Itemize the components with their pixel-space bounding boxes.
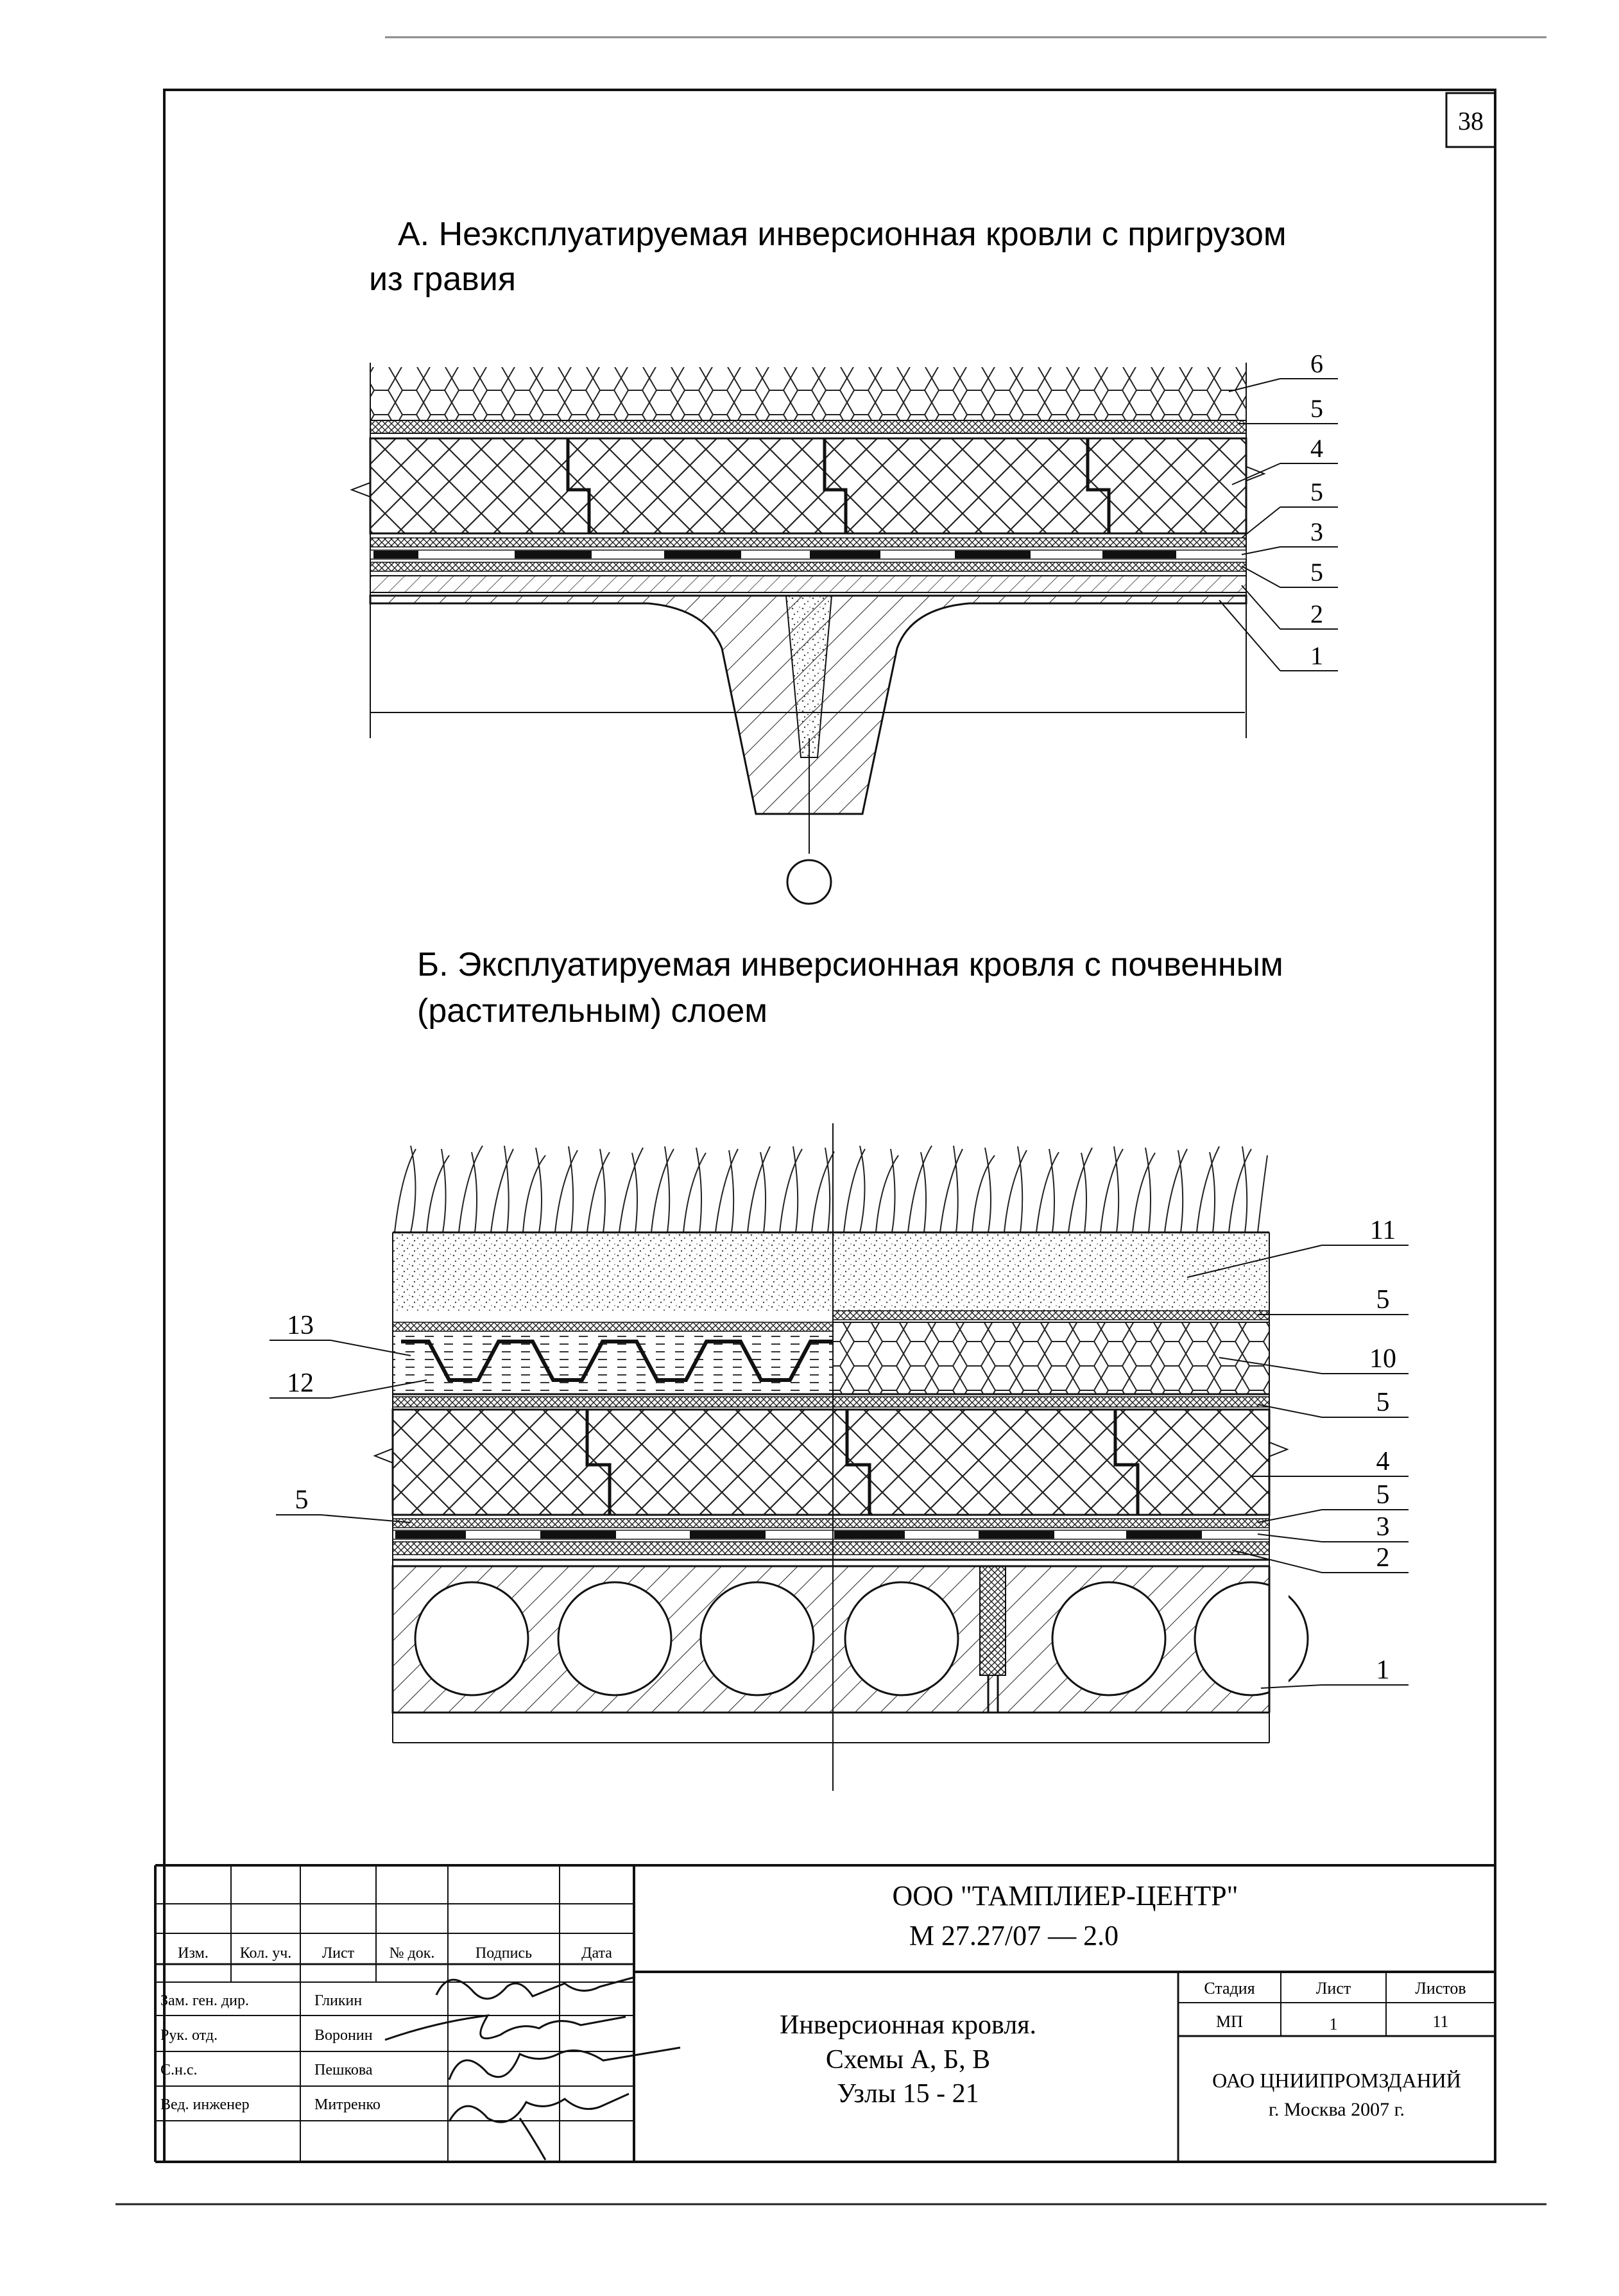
drawing-a-title-line2: из гравия	[369, 261, 516, 298]
layer-insulation	[369, 437, 1247, 535]
callout-b-5: 5	[1376, 1285, 1390, 1315]
document-title-line2: Схемы А, Б, В	[826, 2045, 990, 2075]
profiled-membrane	[401, 1340, 833, 1382]
callout-a-5: 5	[1310, 558, 1323, 587]
layer-gravel	[370, 367, 1246, 420]
document-title-line3: Узлы 15 - 21	[837, 2079, 979, 2109]
organization-name: ОАО ЦНИИПРОМЗДАНИЙ	[1212, 2069, 1461, 2092]
slab-joint	[979, 1566, 1006, 1676]
callout-b-10: 10	[1369, 1344, 1396, 1374]
drainage-gravel	[832, 1322, 1270, 1395]
drawing-a-title-line1: А. Неэксплуатируемая инверсионная кровли…	[398, 216, 1287, 253]
layer-geotextile	[392, 1396, 1270, 1408]
sheets-value: 11	[1432, 2012, 1448, 2031]
grass-layer	[394, 1145, 1268, 1233]
callout-b-1: 1	[1376, 1655, 1390, 1685]
layer-geotextile	[370, 537, 1247, 548]
callout-b-11: 11	[1370, 1216, 1396, 1245]
callout-b-3: 3	[1376, 1512, 1390, 1542]
callout-a-2: 2	[1310, 600, 1323, 628]
layer-screed	[392, 1541, 1270, 1555]
drawing-a-callouts	[1219, 378, 1338, 671]
stage-value: МП	[1216, 2012, 1243, 2031]
header-doc-no: № док.	[390, 1945, 435, 1962]
callout-a-1: 1	[1310, 641, 1323, 670]
callout-b-2: 2	[1376, 1543, 1390, 1573]
layer-filter	[392, 1322, 834, 1332]
callout-a-4: 4	[1310, 434, 1323, 463]
sheets-header: Листов	[1415, 1979, 1466, 1998]
sheet-header: Лист	[1316, 1979, 1351, 1998]
layer-geotextile	[392, 1518, 1270, 1528]
drawing-b-title-line2: (растительным) слоем	[417, 992, 767, 1030]
soil-layer	[393, 1234, 1269, 1311]
drawing-b-callouts-left	[270, 1340, 427, 1523]
header-date: Дата	[581, 1945, 612, 1962]
drawing-b-title-line1: Б. Эксплуатируемая инверсионная кровля с…	[417, 946, 1283, 983]
document-title-line1: Инверсионная кровля.	[780, 2010, 1036, 2040]
name-mitrenko: Митренко	[314, 2096, 381, 2113]
header-kol-uch: Кол. уч.	[240, 1945, 292, 1962]
name-peshkova: Пешкова	[314, 2062, 373, 2078]
role-senior-researcher: С.н.с.	[160, 2062, 198, 2078]
title-block	[154, 1864, 1495, 2163]
layer-screed	[370, 575, 1247, 593]
callout-b-13: 13	[287, 1311, 314, 1340]
layer-geotextile	[832, 1310, 1270, 1320]
document-code: М 27.27/07 — 2.0	[909, 1920, 1118, 1951]
name-glikin: Гликин	[314, 1992, 362, 2009]
axis-marker	[786, 859, 832, 905]
company-name: ООО "ТАМПЛИЕР-ЦЕНТР"	[893, 1880, 1238, 1912]
callout-b-5: 5	[1376, 1480, 1390, 1510]
header-signature: Подпись	[475, 1945, 532, 1962]
layer-geotextile	[370, 420, 1247, 434]
sheet-value: 1	[1330, 2015, 1338, 2033]
header-list: Лист	[322, 1945, 355, 1962]
drawing-a-section	[350, 363, 1266, 905]
role-lead-engineer: Вед. инженер	[160, 2096, 250, 2113]
callout-b-4: 4	[1376, 1447, 1390, 1476]
role-deputy-director: Зам. ген. дир.	[160, 1992, 249, 2009]
drawing-b-callouts-right	[1186, 1245, 1409, 1689]
name-voronin: Воронин	[314, 2027, 373, 2044]
handwritten-signatures	[384, 1976, 681, 2161]
callout-a-6: 6	[1310, 349, 1323, 378]
page-number: 38	[1458, 107, 1484, 135]
header-izm: Изм.	[178, 1945, 209, 1962]
callout-a-3: 3	[1310, 517, 1323, 546]
callout-a-5: 5	[1310, 478, 1323, 506]
callout-a-5: 5	[1310, 394, 1323, 423]
page-number-box	[1445, 92, 1496, 148]
organization-city-year: г. Москва 2007 г.	[1269, 2099, 1405, 2120]
layer-geotextile	[370, 562, 1247, 572]
callout-b-5: 5	[1376, 1388, 1390, 1417]
drawing-b-section	[373, 1123, 1309, 1791]
callout-b-12: 12	[287, 1368, 314, 1398]
callout-b-5-left: 5	[295, 1485, 309, 1515]
layer-insulation	[391, 1408, 1271, 1516]
role-department-head: Рук. отд.	[160, 2027, 218, 2044]
stage-header: Стадия	[1204, 1979, 1255, 1998]
